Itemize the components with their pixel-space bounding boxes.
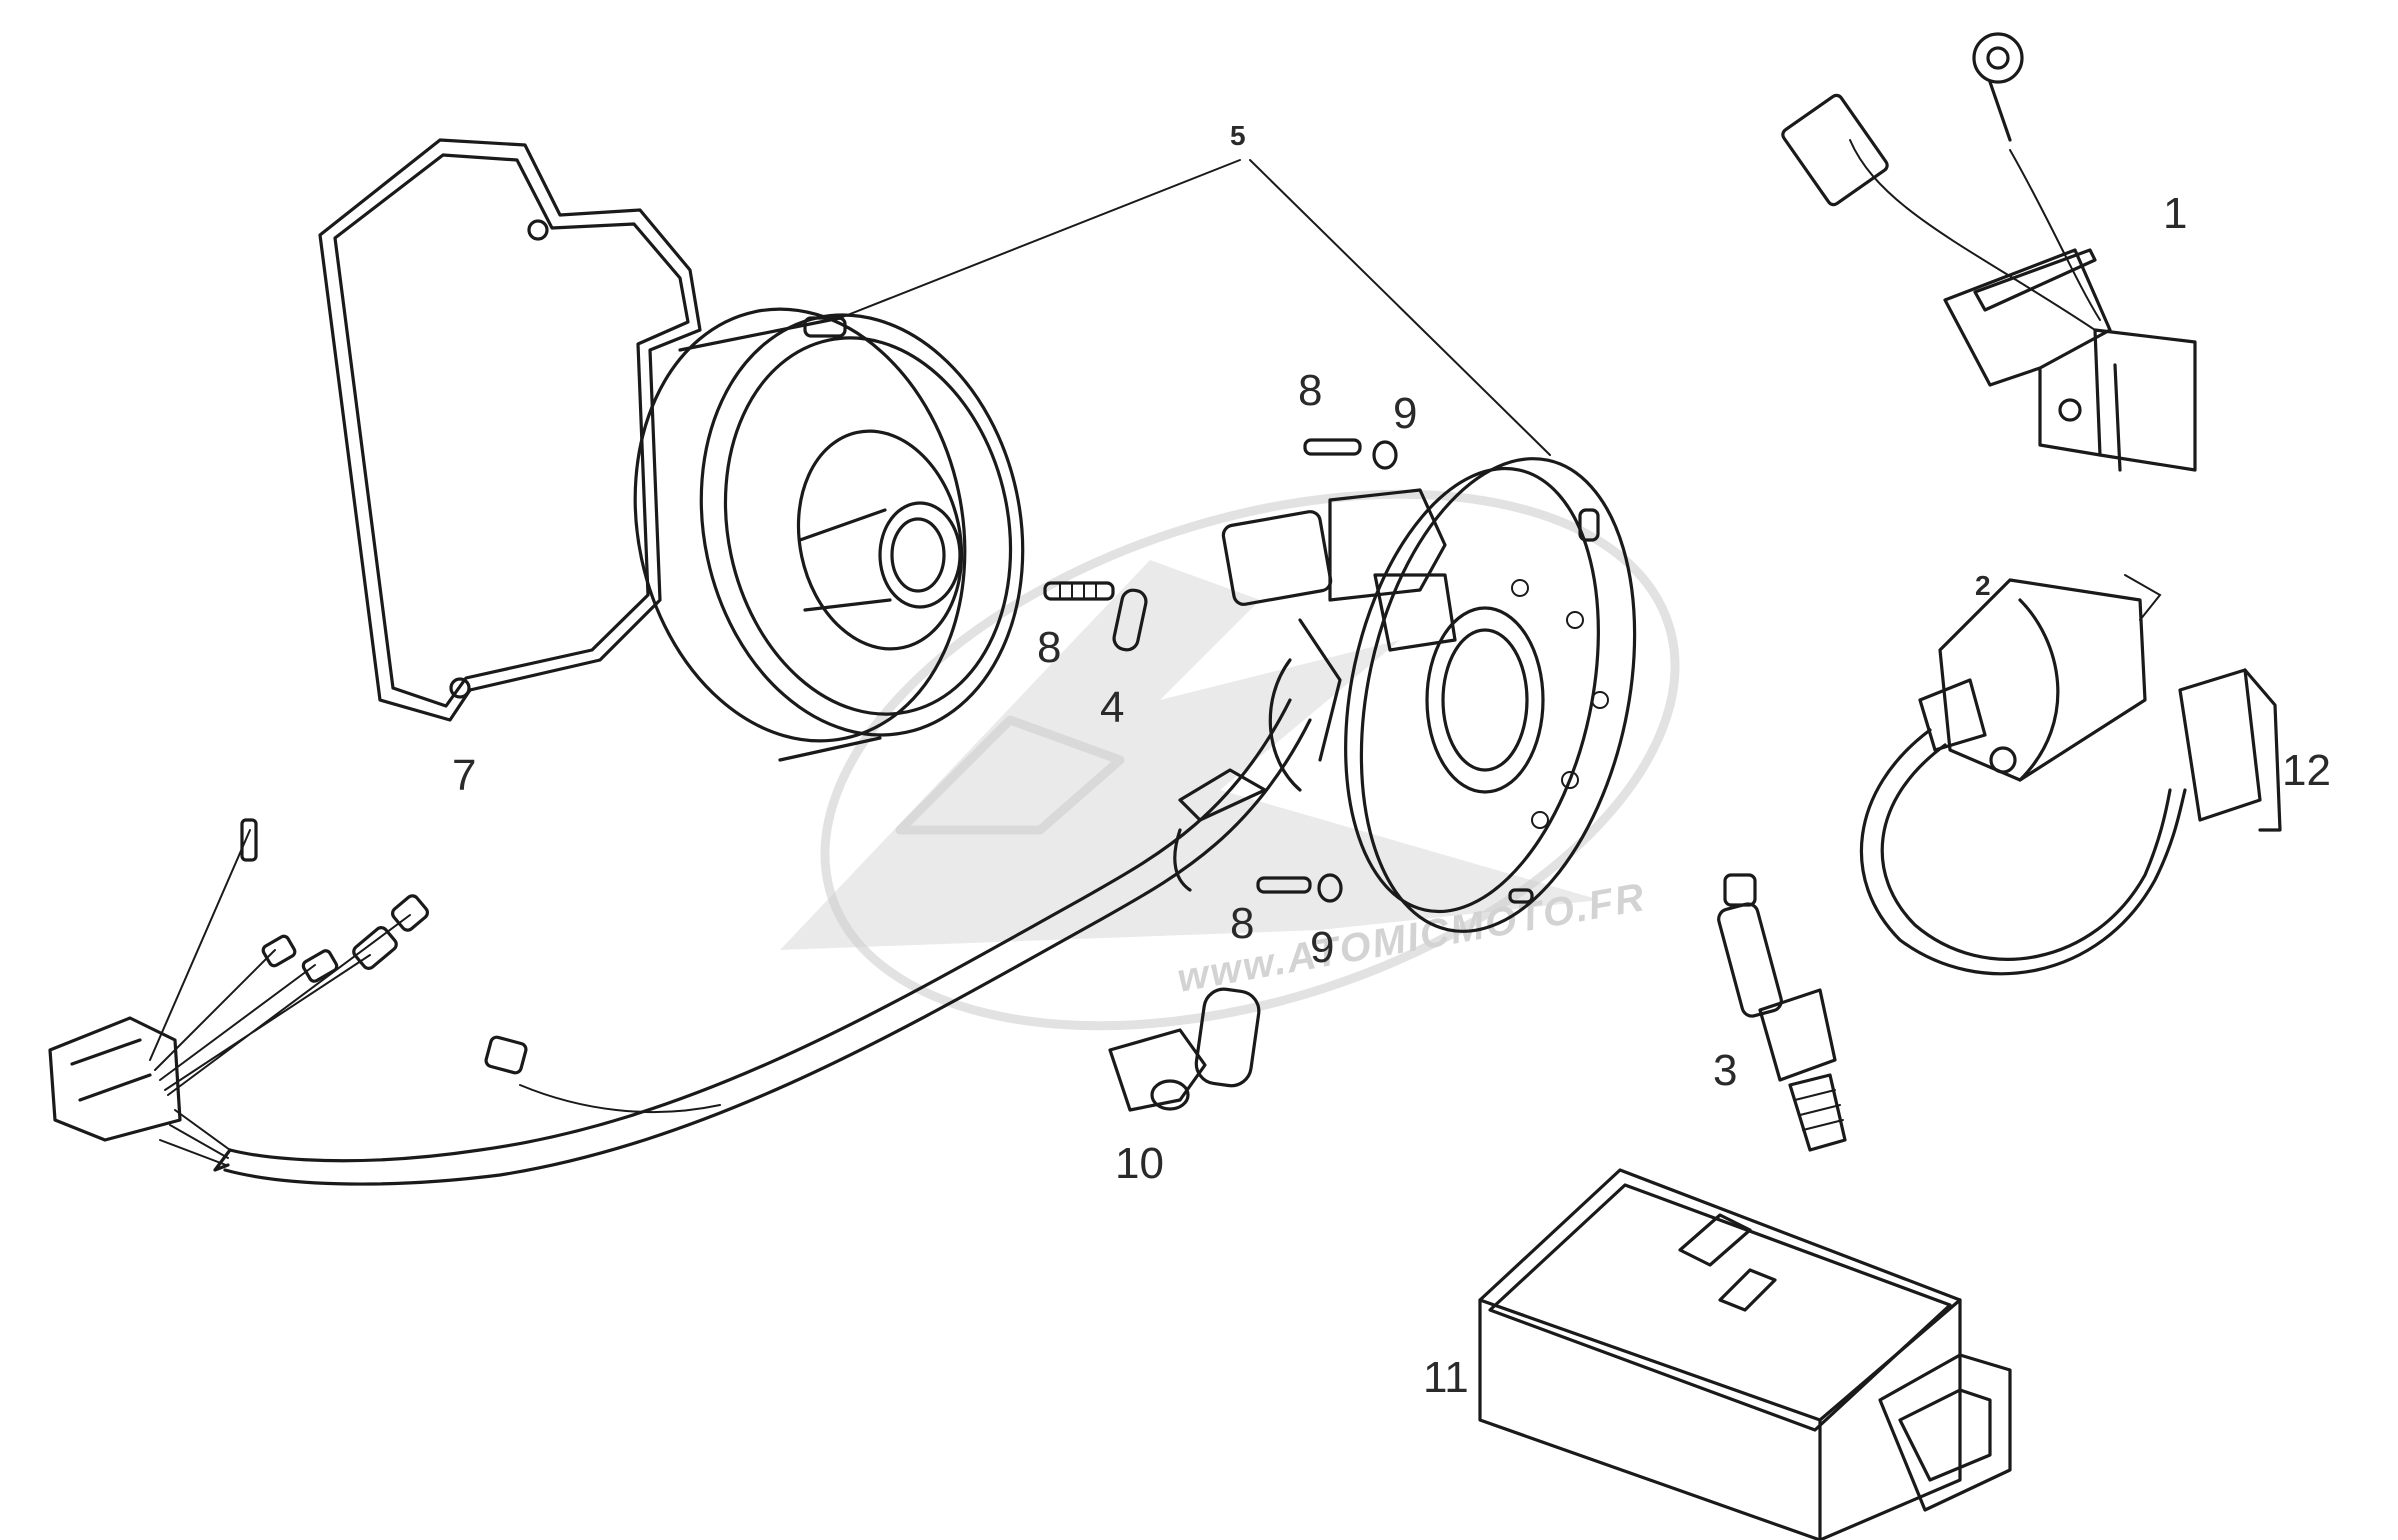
callout-1: 1 <box>2163 189 2187 238</box>
woodruff-key-4 <box>1112 588 1148 652</box>
pickup-sensor <box>1108 987 1261 1112</box>
callout-3: 3 <box>1713 1046 1737 1095</box>
callout-2: 2 <box>1975 570 1991 601</box>
callout-8-bottom: 8 <box>1230 899 1254 948</box>
callout-9-top: 9 <box>1393 389 1417 438</box>
callout-labels: 1 2 3 4 5 7 8 8 8 9 9 10 11 12 <box>452 120 2331 1402</box>
stator-wiring-harness <box>48 698 1312 1186</box>
screw-8-stator-bottom <box>1256 873 1343 903</box>
cover-gasket <box>318 138 702 722</box>
ignition-coil <box>1859 574 2282 976</box>
screw-8-stator-left <box>1043 581 1115 601</box>
callout-10: 10 <box>1115 1139 1164 1188</box>
callout-8-top: 8 <box>1298 366 1322 415</box>
spark-plug <box>1717 873 1847 1152</box>
callout-12: 12 <box>2282 746 2331 795</box>
callout-5: 5 <box>1230 120 1246 151</box>
callout-8-left: 8 <box>1037 623 1061 672</box>
callout-11: 11 <box>1423 1353 1469 1402</box>
callout-4: 4 <box>1100 683 1124 732</box>
cdi-unit <box>1478 1168 2012 1540</box>
leader-lines-5 <box>839 159 1551 456</box>
callout-9-bottom: 9 <box>1310 923 1334 972</box>
stator-plate <box>1221 457 1637 933</box>
flywheel-rotor <box>633 307 1025 762</box>
screw-8-stator-top <box>1303 438 1398 470</box>
callout-7: 7 <box>452 751 476 800</box>
voltage-regulator <box>1781 32 2197 472</box>
